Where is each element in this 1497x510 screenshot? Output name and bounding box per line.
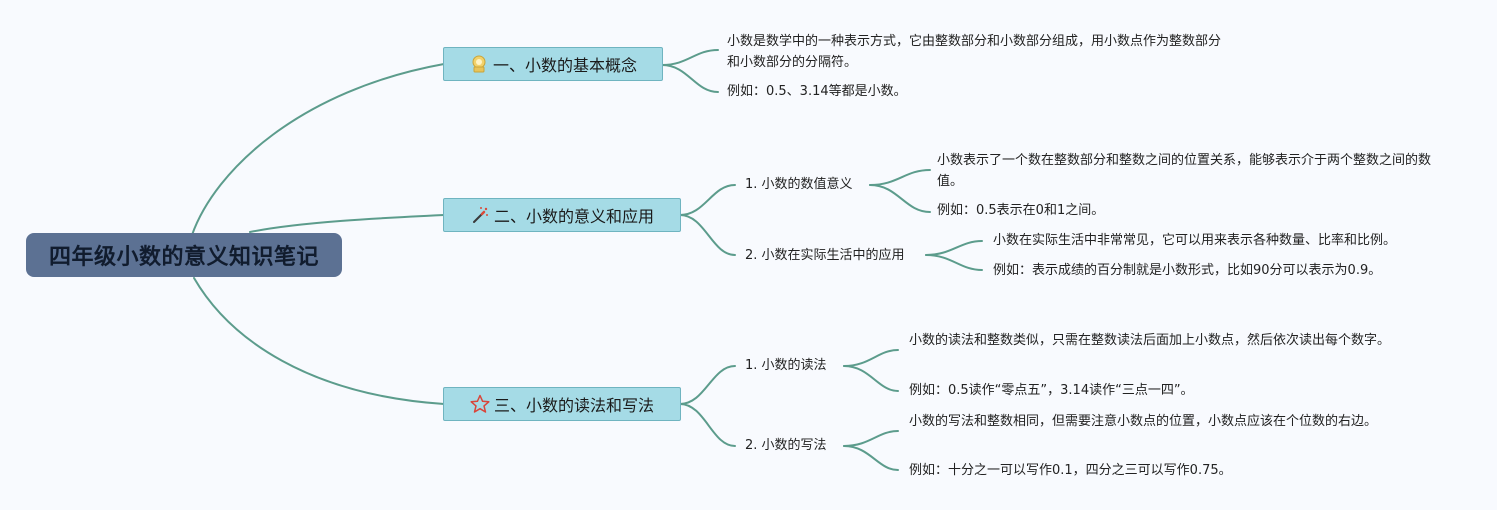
- connector-b1-leaf-2: [661, 64, 719, 93]
- connector-b3s1-leaf-2: [843, 365, 899, 392]
- branch-title: 二、小数的意义和应用: [493, 207, 654, 226]
- subtopic-real-life-application[interactable]: 2. 小数在实际生活中的应用: [745, 248, 905, 263]
- connector-b2s2-leaf-2: [925, 254, 983, 271]
- connector-b2-sub-2: [679, 214, 736, 256]
- leaf-text: 例如：0.5表示在0和1之间。: [937, 203, 1105, 218]
- subtopic-reading[interactable]: 1. 小数的读法: [745, 358, 827, 373]
- connector-b2-sub-1: [679, 184, 736, 216]
- connector-root-branch-1: [191, 63, 445, 236]
- leaf-text: 小数是数学中的一种表示方式，它由整数部分和小数部分组成，用小数点作为整数部分和小…: [727, 34, 1222, 70]
- leaf-text: 小数的写法和整数相同，但需要注意小数点的位置，小数点应该在个位数的右边。: [909, 414, 1378, 429]
- badge-icon: [469, 54, 489, 74]
- branch-node-reading-writing[interactable]: 三、小数的读法和写法: [443, 387, 681, 421]
- leaf-text: 小数在实际生活中非常常见，它可以用来表示各种数量、比率和比例。: [993, 233, 1397, 248]
- leaf-text: 例如：十分之一可以写作0.1，四分之三可以写作0.75。: [909, 463, 1232, 478]
- connector-b3-sub-1: [679, 365, 736, 405]
- connector-root-branch-3: [193, 277, 445, 405]
- star-icon: [470, 394, 490, 414]
- leaf-text: 例如：0.5读作“零点五”，3.14读作“三点一四”。: [909, 383, 1194, 398]
- leaf-text: 例如：0.5、3.14等都是小数。: [727, 84, 907, 99]
- branch-node-meaning-application[interactable]: 二、小数的意义和应用: [443, 198, 681, 232]
- leaf-text: 小数的读法和整数类似，只需在整数读法后面加上小数点，然后依次读出每个数字。: [909, 333, 1391, 348]
- subtopic-writing[interactable]: 2. 小数的写法: [745, 438, 827, 453]
- leaf-text: 小数表示了一个数在整数部分和整数之间的位置关系，能够表示介于两个整数之间的数值。: [937, 153, 1432, 189]
- root-title: 四年级小数的意义知识笔记: [48, 245, 319, 270]
- magic-wand-icon: [470, 205, 490, 225]
- root-node[interactable]: 四年级小数的意义知识笔记: [26, 233, 342, 277]
- connector-b3s2-leaf-1: [843, 430, 899, 447]
- connector-b3s1-leaf-1: [843, 349, 899, 367]
- connector-b3-sub-2: [679, 403, 736, 447]
- leaf-text: 例如：表示成绩的百分制就是小数形式，比如90分可以表示为0.9。: [993, 263, 1382, 278]
- subtopic-numeric-meaning[interactable]: 1. 小数的数值意义: [745, 177, 853, 192]
- branch-node-basic-concept[interactable]: 一、小数的基本概念: [443, 47, 663, 81]
- connector-b2s1-leaf-2: [869, 184, 931, 213]
- connector-b1-leaf-1: [661, 49, 719, 66]
- branch-title: 一、小数的基本概念: [492, 56, 637, 75]
- branch-title: 三、小数的读法和写法: [493, 396, 654, 415]
- connector-root-branch-2: [249, 214, 445, 233]
- connector-b2s1-leaf-1: [869, 169, 931, 186]
- connector-b3s2-leaf-2: [843, 445, 899, 471]
- connector-b2s2-leaf-1: [925, 240, 983, 256]
